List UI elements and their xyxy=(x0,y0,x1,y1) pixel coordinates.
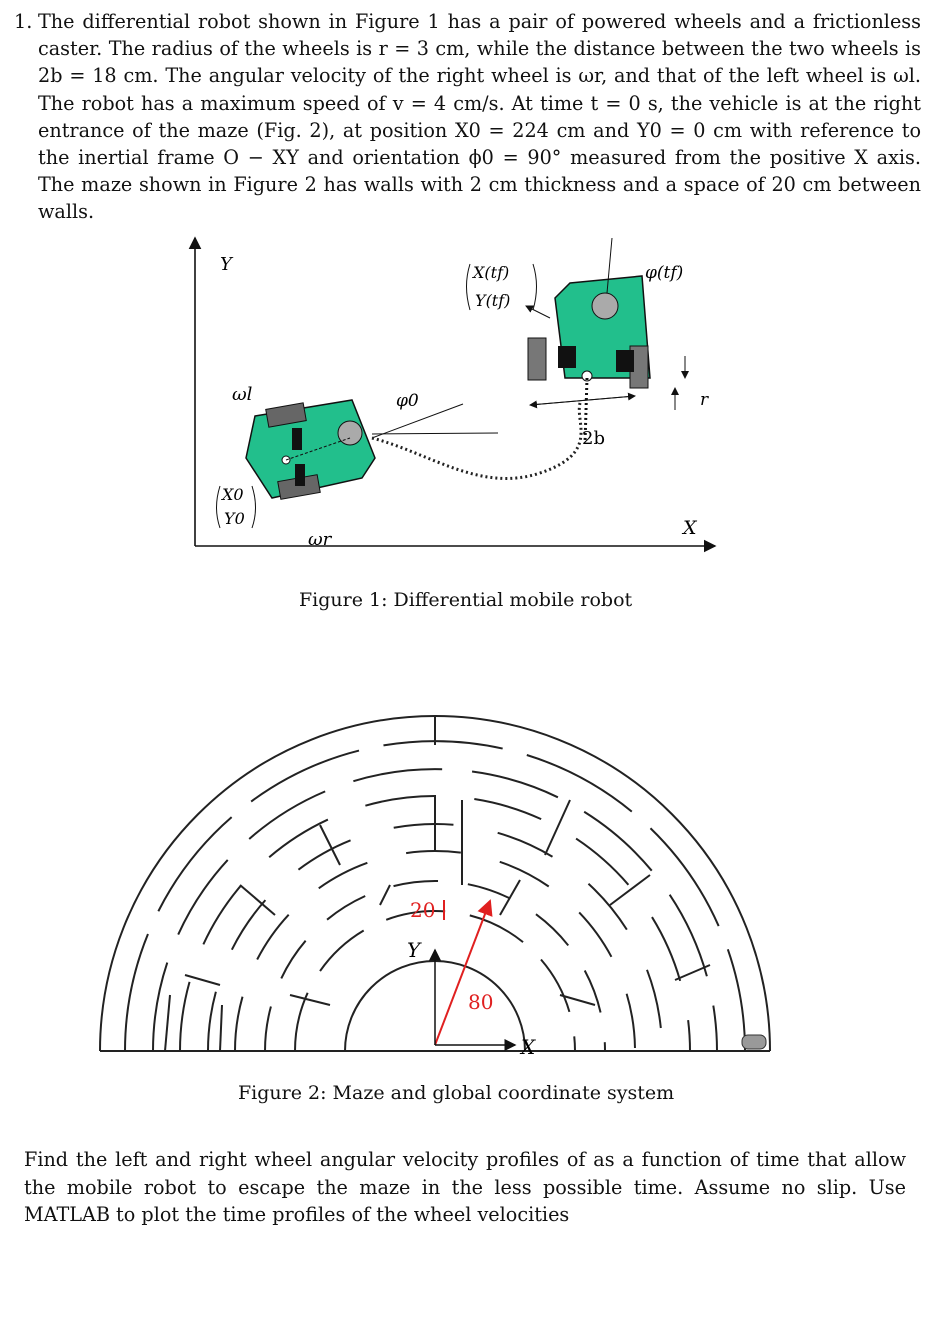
question-text: Find the left and right wheel angular ve… xyxy=(24,1148,906,1226)
radius-label: r xyxy=(700,390,709,410)
radius-dimension-line xyxy=(434,899,493,1046)
y-axis-label: Y xyxy=(220,254,234,275)
maze-x-label: X xyxy=(519,1035,536,1059)
trajectory-path xyxy=(371,402,583,480)
final-x-label: X(tf) xyxy=(471,263,509,282)
problem-statement: 1. The differential robot shown in Figur… xyxy=(14,8,921,226)
omega-r-label: ωr xyxy=(308,529,333,550)
problem-number: 1. xyxy=(14,10,33,33)
figure-1-robot-diagram: Y X ωl ωr X0 Y0 φ0 2b φ(tf) X(tf) Y(tf) xyxy=(188,236,717,553)
end-robot xyxy=(527,275,651,444)
figure-1-caption: Figure 1: Differential mobile robot xyxy=(299,589,633,611)
gap-label: 20 xyxy=(410,898,435,922)
start-y-label: Y0 xyxy=(224,509,245,528)
start-robot xyxy=(245,399,376,500)
figure-2-caption: Figure 2: Maze and global coordinate sys… xyxy=(238,1082,675,1104)
radius-dimension-label: 80 xyxy=(468,990,493,1014)
end-caster-icon xyxy=(591,292,619,320)
start-x-label: X0 xyxy=(220,485,244,504)
x-axis-label: X xyxy=(681,517,698,539)
problem-text: The differential robot shown in Figure 1… xyxy=(38,10,921,224)
final-y-label: Y(tf) xyxy=(475,291,510,310)
phi0-label: φ0 xyxy=(396,391,419,411)
figure-2-maze: 20 80 Y X xyxy=(99,715,771,1059)
omega-l-label: ωl xyxy=(232,384,253,405)
maze-y-label: Y xyxy=(407,938,422,962)
two-b-label: 2b xyxy=(582,428,605,449)
phi-final-label: φ(tf) xyxy=(645,263,683,283)
robot-entrance-icon xyxy=(741,1034,767,1050)
start-caster-icon xyxy=(337,420,363,446)
